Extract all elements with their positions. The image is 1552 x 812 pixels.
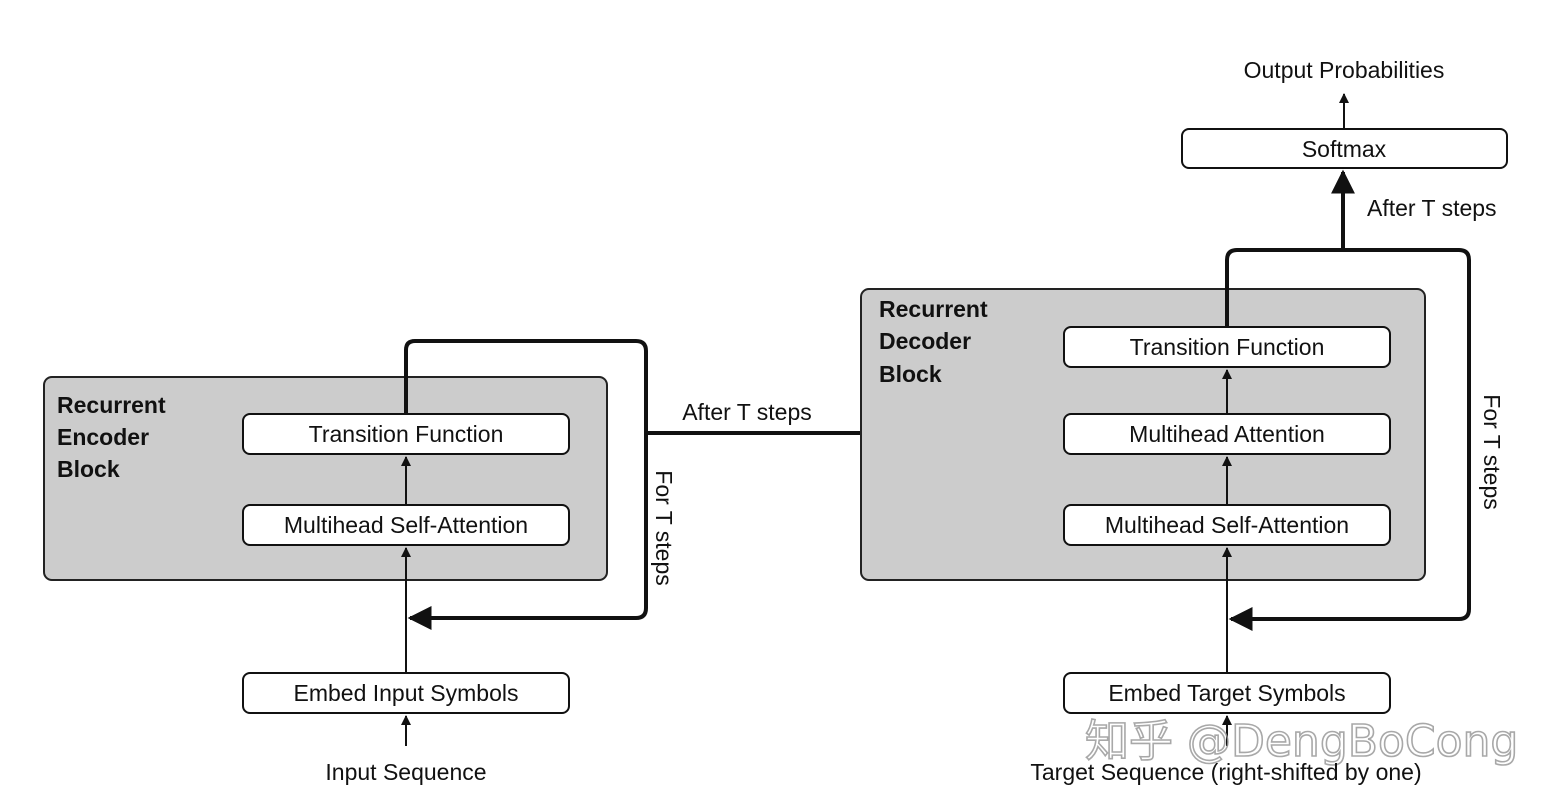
encoder-self-attention-label: Multihead Self-Attention: [284, 512, 528, 538]
decoder: Recurrent Decoder Block Transition Funct…: [860, 248, 1505, 746]
softmax-label: Softmax: [1302, 136, 1387, 162]
encoder-block-title-line1: Recurrent: [57, 392, 166, 418]
decoder-input-label: Target Sequence (right-shifted by one): [1030, 759, 1421, 785]
encoder-loop-label: For T steps: [651, 470, 677, 585]
decoder-block-title-line3: Block: [879, 361, 942, 387]
decoder-embed-label: Embed Target Symbols: [1108, 680, 1345, 706]
decoder-block-title-line2: Decoder: [879, 328, 971, 354]
encoder-to-decoder-label: After T steps: [682, 399, 812, 425]
encoder-block-title-line3: Block: [57, 456, 120, 482]
decoder-loop-label: For T steps: [1479, 394, 1505, 509]
decoder-transition-function-label: Transition Function: [1130, 334, 1325, 360]
output: After T steps Softmax Output Probabiliti…: [1181, 57, 1508, 250]
encoder-input-label: Input Sequence: [325, 759, 486, 785]
encoder-block-title-line2: Encoder: [57, 424, 149, 450]
watermark: 知乎 @DengBoCong: [1085, 716, 1518, 767]
decoder-self-attention-label: Multihead Self-Attention: [1105, 512, 1349, 538]
decoder-recurrence-loop: [1225, 248, 1471, 631]
encoder-transition-function-label: Transition Function: [309, 421, 504, 447]
output-probabilities-label: Output Probabilities: [1244, 57, 1445, 83]
encoder-embed-label: Embed Input Symbols: [293, 680, 518, 706]
softmax-after-label: After T steps: [1367, 195, 1497, 221]
decoder-attention-label: Multihead Attention: [1129, 421, 1325, 447]
decoder-block-title-line1: Recurrent: [879, 296, 988, 322]
encoder: Recurrent Encoder Block Transition Funct…: [43, 339, 677, 785]
encoder-recurrence-loop: [404, 339, 648, 630]
